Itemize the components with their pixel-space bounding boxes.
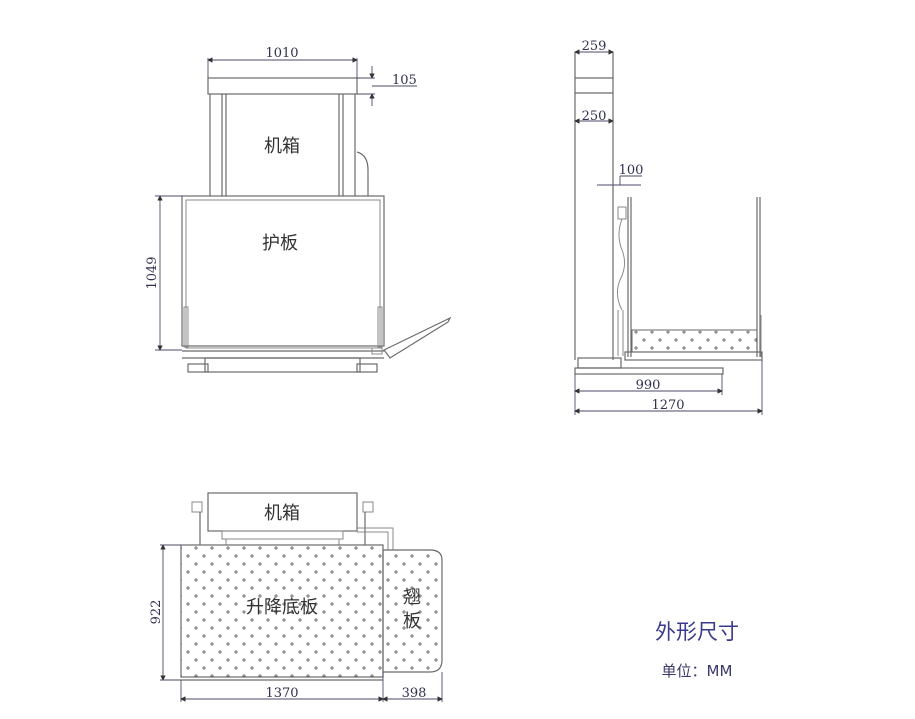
drawing-title: 外形尺寸 — [655, 620, 739, 644]
label-cabinet: 机箱 — [264, 136, 300, 157]
top-view: 922 1370 398 机箱 升降底板 翘 板 — [149, 492, 443, 702]
dim-width: 1010 — [265, 46, 298, 61]
dim-side-base: 990 — [636, 378, 661, 393]
dim-guard-height: 1049 — [145, 256, 160, 289]
dim-side-top: 259 — [582, 39, 607, 54]
label-flap-2: 板 — [403, 611, 421, 632]
dim-side-gap: 100 — [619, 163, 644, 178]
front-view: 1010 105 1049 机箱 护板 — [145, 46, 452, 373]
notes: 外形尺寸 单位：MM — [655, 620, 739, 680]
unit-label: 单位：MM — [662, 662, 733, 680]
dim-top-flap: 398 — [402, 686, 427, 701]
dim-top-depth: 922 — [149, 600, 164, 625]
dim-side-total: 1270 — [651, 398, 684, 413]
label-guard: 护板 — [262, 233, 298, 254]
label-top-cabinet: 机箱 — [264, 503, 300, 524]
side-view: 259 250 100 990 1270 — [574, 39, 763, 415]
label-platform: 升降底板 — [246, 597, 318, 618]
dim-side-mid: 250 — [582, 109, 607, 124]
dim-top-height: 105 — [392, 73, 417, 88]
label-flap-1: 翘 — [403, 587, 421, 608]
dim-top-length: 1370 — [265, 686, 298, 701]
